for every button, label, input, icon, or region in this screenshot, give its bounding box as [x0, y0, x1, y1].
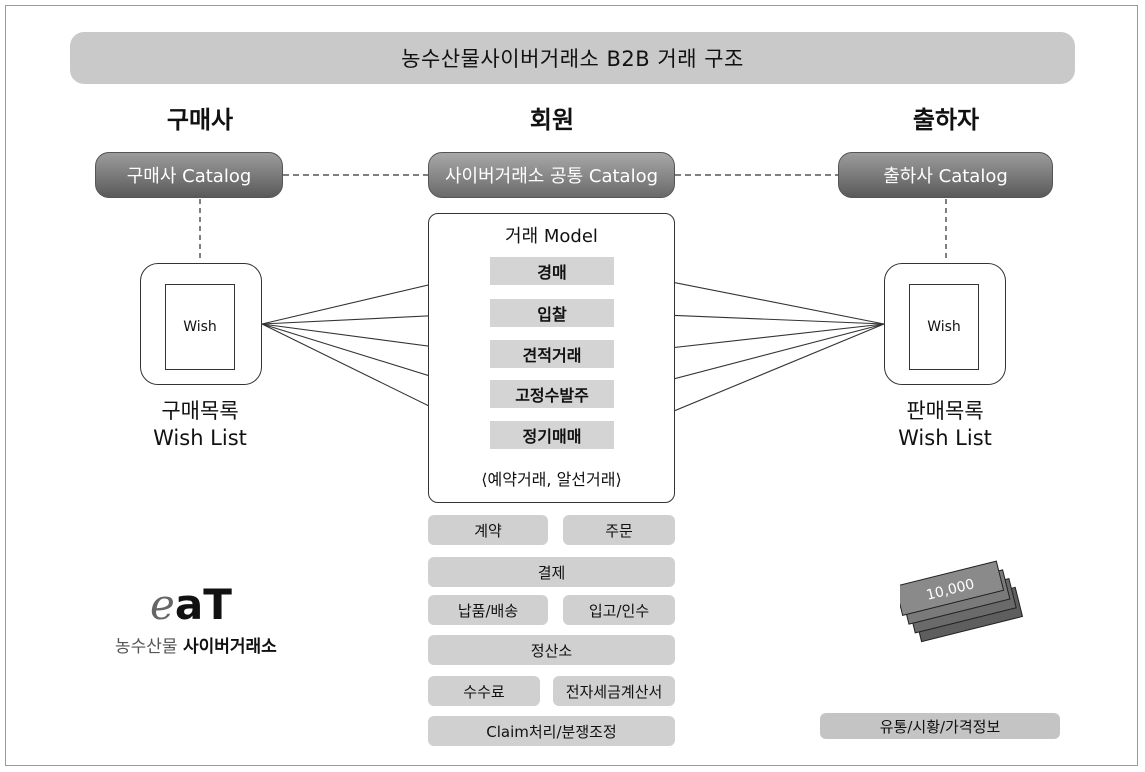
seller-wish-book-icon: Wish	[909, 284, 979, 370]
model-item-regular-trade: 정기매매	[490, 421, 614, 449]
logo-text-bold: 사이버거래소	[182, 637, 277, 657]
shipper-catalog: 출하사 Catalog	[838, 152, 1053, 198]
common-catalog: 사이버거래소 공통 Catalog	[428, 152, 675, 198]
buyer-heading: 구매사	[166, 106, 234, 134]
buyer-wish-card: Wish	[140, 263, 262, 385]
process-claim: Claim처리/분쟁조정	[428, 716, 675, 746]
eat-logo-text: 농수산물 사이버거래소	[115, 632, 355, 657]
process-invoice: 전자세금계산서	[553, 676, 675, 706]
buyer-wish-label-ko: 구매목록	[161, 399, 239, 423]
buyer-wish-book-text: Wish	[183, 319, 217, 335]
logo-text-plain: 농수산물	[115, 637, 178, 657]
model-item-fixed-order: 고정수발주	[490, 380, 614, 408]
process-payment: 결제	[428, 557, 675, 587]
process-contract: 계약	[428, 515, 548, 545]
process-settlement: 정산소	[428, 635, 675, 665]
seller-wish-label: 판매목록 Wish List	[845, 398, 1045, 452]
buyer-wish-book-icon: Wish	[165, 284, 235, 370]
process-fee: 수수료	[428, 676, 540, 706]
process-delivery: 납품/배송	[428, 595, 548, 625]
seller-wish-book-text: Wish	[927, 319, 961, 335]
model-item-bidding: 입찰	[490, 299, 614, 327]
buyer-catalog: 구매사 Catalog	[95, 152, 283, 198]
trade-model-footer: ⟨예약거래, 알선거래⟩	[481, 470, 622, 489]
member-heading: 회원	[529, 106, 575, 134]
model-item-quote-trade: 견적거래	[490, 340, 614, 368]
eat-logo-mark: eaT	[150, 580, 232, 629]
money-stack-icon: 10,000	[900, 560, 1024, 643]
diagram-title: 농수산물사이버거래소 B2B 거래 구조	[70, 32, 1075, 84]
buyer-wish-label-en: Wish List	[153, 426, 247, 450]
model-item-auction: 경매	[490, 257, 614, 285]
diagram-frame	[5, 5, 1138, 766]
trade-model-title: 거래 Model	[505, 226, 598, 247]
buyer-wish-label: 구매목록 Wish List	[100, 398, 300, 452]
price-info-box: 유통/시황/가격정보	[820, 713, 1060, 739]
seller-wish-label-en: Wish List	[898, 426, 992, 450]
shipper-heading: 출하자	[912, 106, 980, 134]
seller-wish-card: Wish	[884, 263, 1006, 385]
seller-wish-label-ko: 판매목록	[906, 399, 984, 423]
process-receiving: 입고/인수	[563, 595, 675, 625]
process-order: 주문	[563, 515, 675, 545]
